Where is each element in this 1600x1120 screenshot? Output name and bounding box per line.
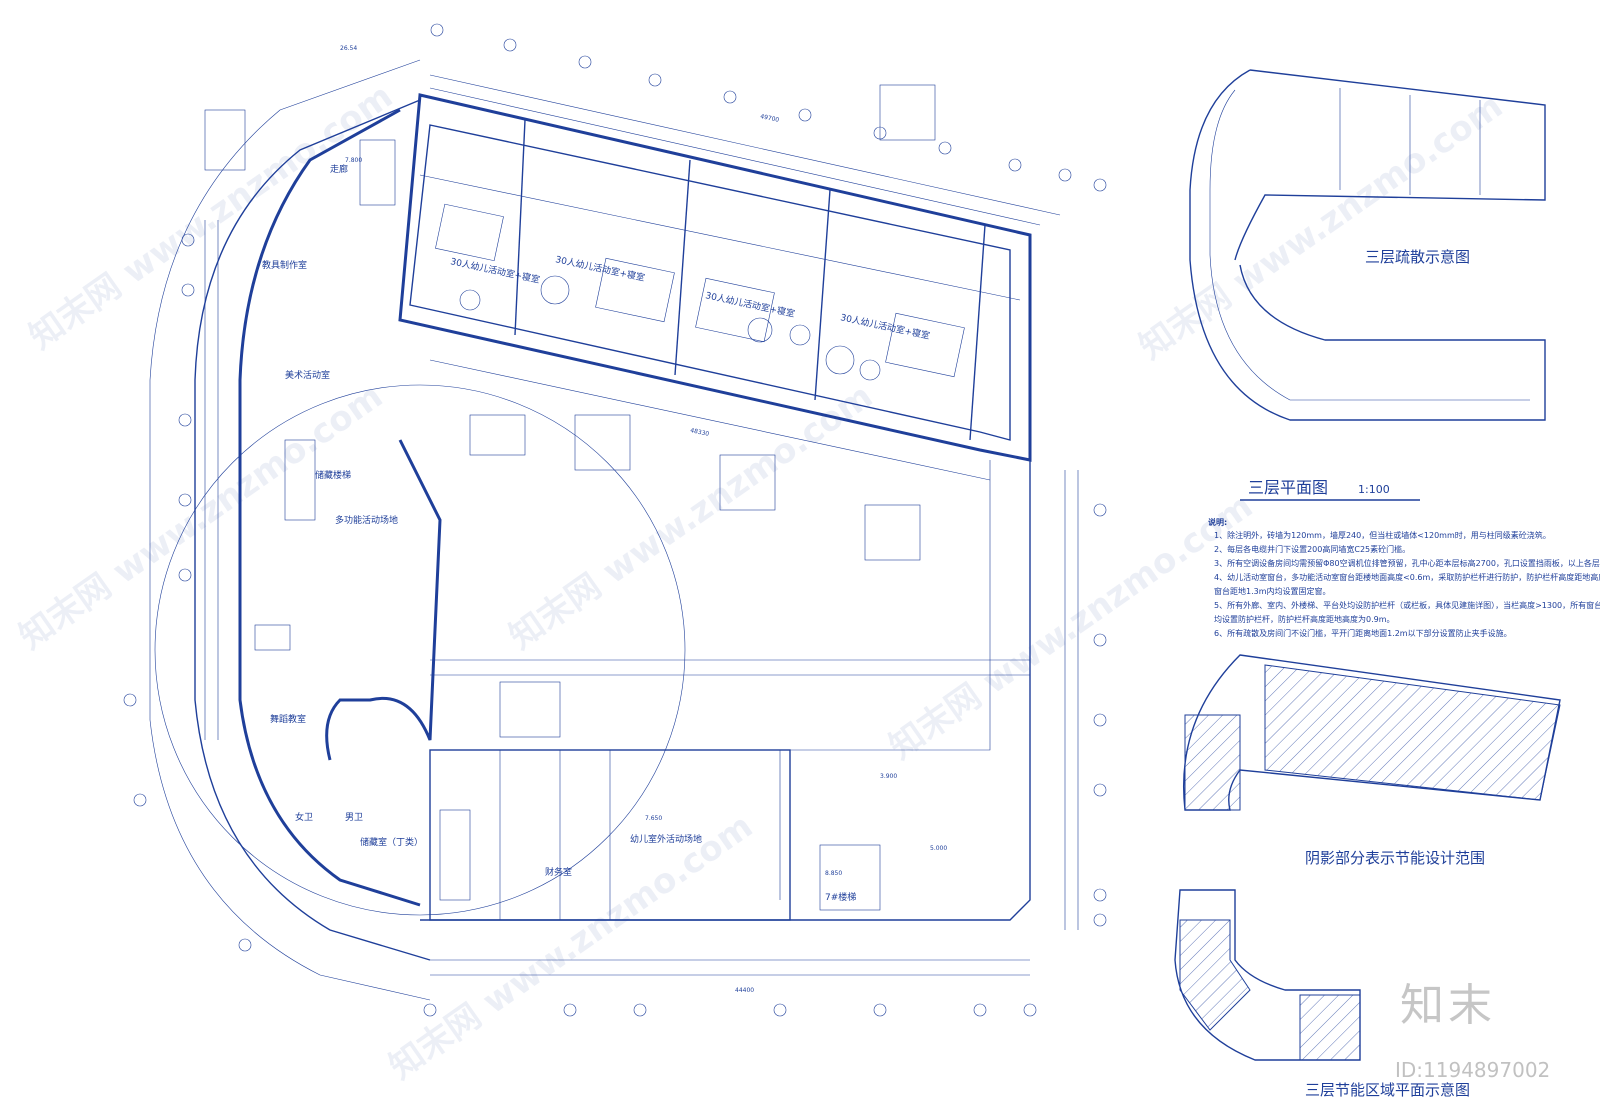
watermark-3: 知末网 www.znzmo.com: [502, 376, 880, 657]
dim-left: 26.54: [340, 45, 357, 52]
room-teaching-aid: 教具制作室: [262, 259, 307, 271]
inner-courtyard-wall: [325, 439, 442, 761]
plan-title: 三层平面图: [1248, 478, 1328, 497]
energy-title: 三层节能区域平面示意图: [1305, 1081, 1470, 1099]
watermark-6: 知末网 www.znzmo.com: [1132, 86, 1510, 367]
note-6: 5、所有外廊、室内、外楼梯、平台处均设防护栏杆（或栏板，具体见建施详图），当栏高…: [1214, 600, 1600, 610]
note-3: 3、所有空调设备房间均需预留Φ80空调机位排管预留，孔中心距本层标高2700，孔…: [1214, 558, 1600, 568]
note-7: 均设置防护栏杆，防护栏杆高度距地高度为0.9m。: [1214, 614, 1395, 624]
energy-caption: 阴影部分表示节能设计范围: [1305, 849, 1485, 867]
plan-scale: 1:100: [1358, 483, 1390, 496]
evac-title: 三层疏散示意图: [1365, 248, 1470, 266]
top-wing-outline: [398, 93, 1032, 462]
notes-block: 说明: 1、除注明外，砖墙为120mm，墙厚240，但当柱或墙体<120mm时，…: [1208, 517, 1600, 638]
room-activity-2: 30人幼儿活动室+寝室: [554, 253, 646, 284]
partition-4: [969, 224, 986, 441]
brand-logo: 知末: [1400, 980, 1496, 1031]
stair-symbols: [254, 139, 881, 911]
note-1: 1、除注明外，砖墙为120mm，墙厚240，但当柱或墙体<120mm时，用与柱同…: [1214, 530, 1551, 540]
table-groups: [459, 275, 881, 381]
note-2: 2、每层各电缆井门下设置200高同墙宽C25素砼门槛。: [1214, 544, 1410, 554]
room-art: 美术活动室: [285, 369, 330, 381]
evac-diagram: 三层疏散示意图: [1189, 69, 1546, 421]
elevation-d: 5.000: [930, 845, 947, 852]
room-activity-4: 30人幼儿活动室+寝室: [839, 311, 931, 342]
room-activity-1: 30人幼儿活动室+寝室: [449, 255, 541, 286]
elevation-b: 3.900: [880, 773, 897, 780]
outer-dim-curve: [149, 59, 431, 1001]
inner-curve-wall: [238, 108, 421, 907]
room-hall: 多功能活动场地: [335, 514, 398, 526]
room-corridor: 走廊: [330, 163, 348, 175]
evac-outline-left: [1189, 69, 1251, 260]
right-wing-inner: [779, 460, 991, 900]
courtyard-circle: [154, 384, 686, 916]
evac-inner: [1209, 89, 1530, 401]
branding: 知末 ID:1194897002: [1395, 980, 1550, 1082]
energy-hatch-2a: [1179, 919, 1251, 1031]
outer-curve-wall: [194, 99, 431, 961]
energy-hatch-1a: [1264, 664, 1561, 801]
room-activity-3: 30人幼儿活动室+寝室: [704, 289, 796, 320]
dimension-lines: [204, 74, 1079, 976]
energy-diagram-1: 阴影部分表示节能设计范围: [1182, 654, 1561, 867]
room-wc-female: 女卫: [295, 811, 313, 823]
note-8: 6、所有疏散及房间门不设门槛，平开门距离地面1.2m以下部分设置防止夹手设施。: [1214, 628, 1512, 638]
evac-outline-top: [1234, 69, 1546, 261]
evac-outline-bottom: [1189, 259, 1546, 421]
main-plan: [123, 23, 1107, 1017]
room-equipment: 财务室: [545, 866, 572, 878]
room-labels: 30人幼儿活动室+寝室 30人幼儿活动室+寝室 30人幼儿活动室+寝室 30人幼…: [262, 163, 931, 903]
elevation-a: 7.800: [345, 157, 362, 164]
room-storage: 储藏室（丁类）: [360, 836, 423, 848]
note-5: 窗台距地1.3m内均设置固定窗。: [1214, 586, 1331, 596]
elevation-c: 7.650: [645, 815, 662, 822]
partition-2: [674, 159, 691, 376]
notes-heading: 说明:: [1208, 517, 1227, 527]
partition-3: [814, 189, 831, 401]
brand-id: ID:1194897002: [1395, 1058, 1550, 1082]
room-stair: 储藏楼梯: [315, 469, 351, 481]
watermark-2: 知末网 www.znzmo.com: [12, 376, 390, 657]
energy-hatch-1b: [1184, 714, 1241, 811]
bed-rows: [435, 203, 965, 378]
dim-bottom: 44400: [735, 987, 754, 994]
elevation-e: 8.850: [825, 870, 842, 877]
energy-diagram-2: 三层节能区域平面示意图: [1174, 889, 1470, 1099]
dim-mid: 48330: [690, 427, 710, 438]
room-outdoor: 幼儿室外活动场地: [630, 833, 702, 845]
watermark-5: 知末网 www.znzmo.com: [382, 806, 760, 1087]
watermark-1: 知末网 www.znzmo.com: [22, 76, 400, 357]
top-wing-corridor-line: [419, 174, 1021, 301]
area-tables: [204, 84, 936, 738]
room-roof-stair: 7#楼梯: [825, 891, 856, 903]
top-wing-inner: [409, 124, 1011, 441]
dim-top: 49700: [760, 113, 780, 124]
note-4: 4、幼儿活动室窗台，多功能活动室窗台距楼地面高度<0.6m，采取防护栏杆进行防护…: [1214, 572, 1600, 582]
partition-1: [514, 119, 526, 336]
title-block: 三层平面图 1:100: [1240, 478, 1420, 501]
grid-bubbles: [123, 23, 1107, 1017]
room-music: 舞蹈教室: [270, 713, 306, 725]
annotations: 7.800 3.900 7.650 5.000 8.850 49700 4440…: [340, 45, 947, 994]
energy-hatch-2b: [1299, 994, 1361, 1061]
room-wc-male: 男卫: [345, 812, 363, 823]
